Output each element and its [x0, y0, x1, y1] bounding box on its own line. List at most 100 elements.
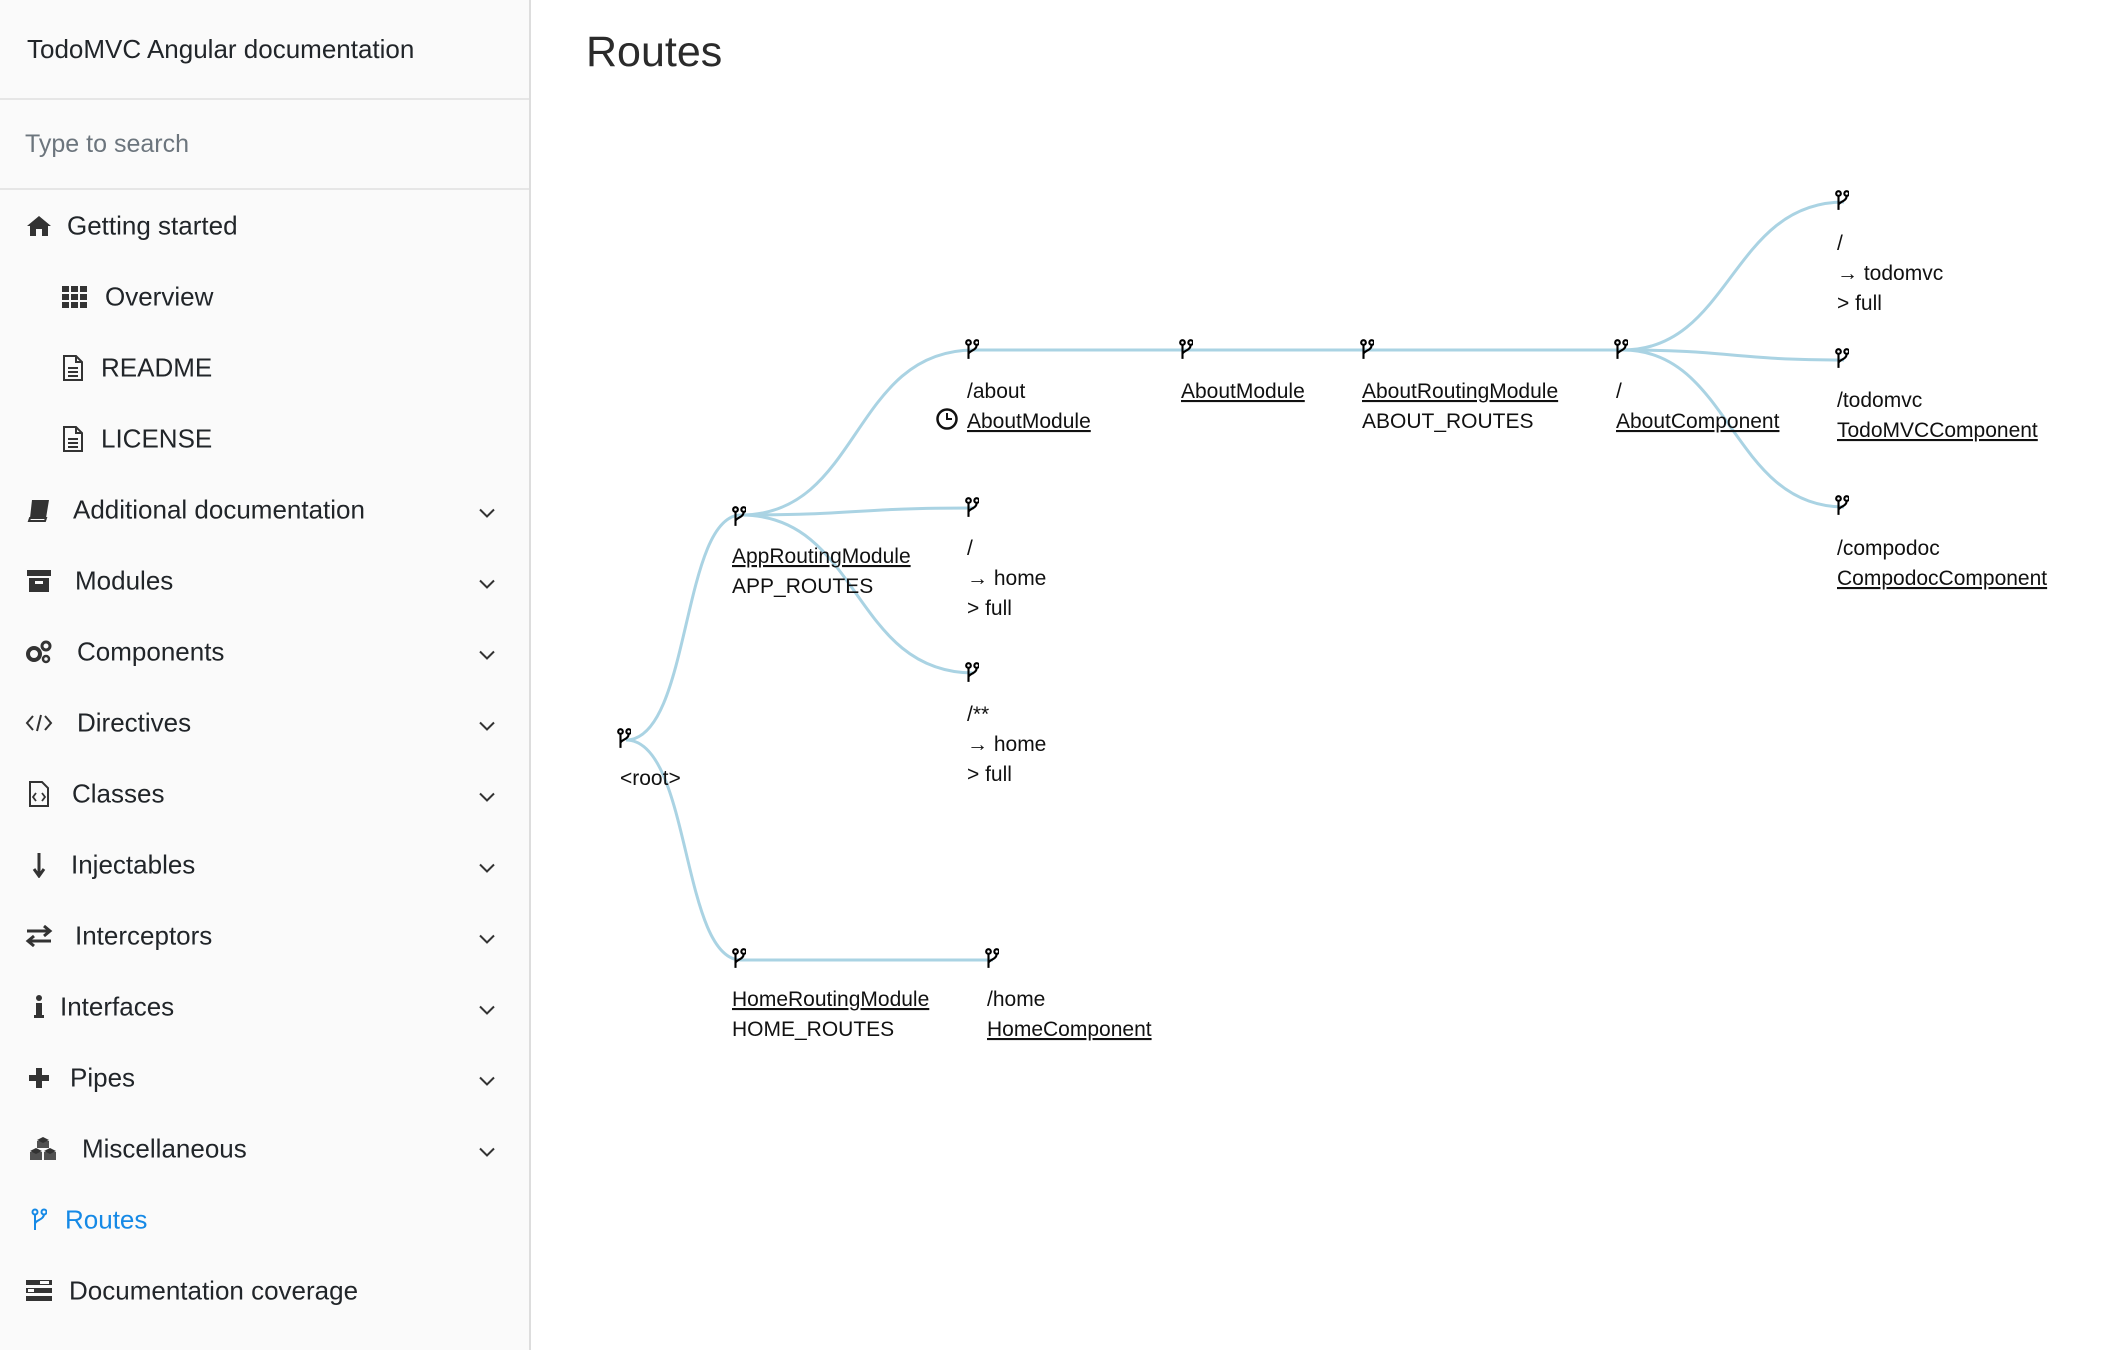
- sidebar-item-classes[interactable]: Classes: [0, 758, 529, 829]
- chevron-down-icon: [479, 991, 495, 1022]
- edge-app-wildcard: [740, 513, 975, 675]
- node-redirect-todomvc-match: > full: [1837, 292, 1882, 315]
- archive-icon: [24, 566, 54, 596]
- search-box: [0, 100, 529, 190]
- routes-tree: <root> AppRoutingModule APP_ROUTES /abou…: [617, 190, 2047, 1041]
- grid-icon: [60, 282, 90, 312]
- sidebar-item-label: Modules: [75, 565, 174, 595]
- sidebar-item-modules[interactable]: Modules: [0, 545, 529, 616]
- node-todomvc-component-link[interactable]: TodoMVCComponent: [1837, 419, 2038, 442]
- sidebar-item-interceptors[interactable]: Interceptors: [0, 900, 529, 971]
- sidebar-item-label: Getting started: [67, 210, 238, 240]
- edge-slash-redirect-todomvc: [1622, 200, 1845, 352]
- page-title: Routes: [586, 28, 723, 76]
- node-about-module-link[interactable]: AboutModule: [967, 410, 1091, 433]
- node-about-slash-path: /: [1616, 380, 1622, 403]
- code-fork-icon: [1835, 495, 1849, 516]
- node-redirect-home-path: /: [967, 537, 973, 560]
- sidebar-item-label: Interceptors: [75, 920, 213, 950]
- node-home-routes-label: HOME_ROUTES: [732, 1018, 894, 1041]
- edge-root-home-routing: [625, 738, 742, 962]
- node-app-routes-label: APP_ROUTES: [732, 575, 873, 598]
- arrow-down-icon: [24, 850, 54, 880]
- code-fork-icon: [24, 1205, 54, 1235]
- sidebar-item-additional-documentation[interactable]: Additional documentation: [0, 474, 529, 545]
- file-icon: [58, 353, 88, 383]
- sidebar-item-license[interactable]: LICENSE: [0, 403, 529, 474]
- code-fork-icon: [965, 497, 979, 518]
- code-fork-icon: [1835, 190, 1849, 211]
- sidebar-item-label: Additional documentation: [73, 494, 365, 524]
- sidebar-item-components[interactable]: Components: [0, 616, 529, 687]
- node-compodoc-component-link[interactable]: CompodocComponent: [1837, 567, 2047, 590]
- chevron-down-icon: [479, 565, 495, 596]
- sidebar-item-documentation-coverage[interactable]: Documentation coverage: [0, 1255, 529, 1326]
- sidebar-item-readme[interactable]: README: [0, 332, 529, 403]
- sidebar-item-pipes[interactable]: Pipes: [0, 1042, 529, 1113]
- sidebar-item-label: Interfaces: [60, 991, 175, 1021]
- home-icon: [24, 211, 54, 241]
- node-compodoc-path: /compodoc: [1837, 537, 1940, 560]
- file-code-icon: [24, 779, 54, 809]
- chevron-down-icon: [479, 1133, 495, 1164]
- main-content: Routes: [531, 0, 2107, 1350]
- sidebar-item-interfaces[interactable]: Interfaces: [0, 971, 529, 1042]
- node-about-routing-module-link[interactable]: AboutRoutingModule: [1362, 380, 1558, 403]
- exchange-icon: [24, 921, 54, 951]
- chevron-down-icon: [479, 920, 495, 951]
- node-todomvc-path: /todomvc: [1837, 389, 1922, 412]
- node-wildcard-path: /**: [967, 703, 989, 726]
- node-app-routing-module-link[interactable]: AppRoutingModule: [732, 545, 911, 568]
- node-home-component-link[interactable]: HomeComponent: [987, 1018, 1152, 1041]
- chevron-down-icon: [479, 707, 495, 738]
- file-icon: [58, 424, 88, 454]
- sidebar-item-miscellaneous[interactable]: Miscellaneous: [0, 1113, 529, 1184]
- sidebar-menu: Getting started Overview README: [0, 190, 529, 1326]
- node-redirect-todomvc-target: → todomvc: [1837, 262, 1943, 285]
- cubes-icon: [28, 1134, 58, 1164]
- sidebar-item-label: Directives: [77, 707, 192, 737]
- edge-slash-compodoc: [1622, 348, 1845, 509]
- edge-app-about: [740, 348, 975, 517]
- sidebar-item-injectables[interactable]: Injectables: [0, 829, 529, 900]
- edge-slash-todomvc: [1622, 348, 1845, 362]
- info-icon: [24, 992, 54, 1022]
- sidebar-item-label: Miscellaneous: [82, 1133, 247, 1163]
- chevron-down-icon: [479, 494, 495, 525]
- chevron-down-icon: [479, 1062, 495, 1093]
- node-root-label: <root>: [620, 767, 681, 790]
- sidebar-item-overview[interactable]: Overview: [0, 261, 529, 332]
- node-wildcard-match: > full: [967, 763, 1012, 786]
- code-fork-icon: [985, 948, 999, 969]
- clock-icon: [936, 408, 958, 430]
- sidebar-item-directives[interactable]: Directives: [0, 687, 529, 758]
- node-home-path: /home: [987, 988, 1045, 1011]
- edge-root-app: [625, 513, 742, 742]
- node-home-routing-module-link[interactable]: HomeRoutingModule: [732, 988, 929, 1011]
- node-about-component-link[interactable]: AboutComponent: [1616, 410, 1780, 433]
- sidebar-item-routes[interactable]: Routes: [0, 1184, 529, 1255]
- code-fork-icon: [965, 662, 979, 683]
- code-fork-icon: [1835, 348, 1849, 369]
- sidebar-item-label: Injectables: [71, 849, 196, 879]
- search-input[interactable]: [0, 100, 529, 188]
- sidebar: TodoMVC Angular documentation Getting st…: [0, 0, 531, 1350]
- tasks-icon: [24, 1276, 54, 1306]
- node-redirect-home-match: > full: [967, 597, 1012, 620]
- chevron-down-icon: [479, 849, 495, 880]
- sidebar-brand[interactable]: TodoMVC Angular documentation: [0, 0, 529, 100]
- sidebar-item-label: Components: [77, 636, 225, 666]
- cogs-icon: [24, 637, 54, 667]
- chevron-down-icon: [479, 778, 495, 809]
- node-about-path: /about: [967, 380, 1026, 403]
- node-redirect-home-target: → home: [967, 567, 1046, 590]
- sidebar-item-getting-started[interactable]: Getting started: [0, 190, 529, 261]
- node-about-routes-label: ABOUT_ROUTES: [1362, 410, 1534, 433]
- sidebar-item-label: LICENSE: [101, 423, 213, 453]
- code-icon: [24, 708, 54, 738]
- edge-app-redirect-home: [740, 506, 975, 517]
- node-aboutmodule-link[interactable]: AboutModule: [1181, 380, 1305, 403]
- sidebar-item-label: Pipes: [70, 1062, 136, 1092]
- node-redirect-todomvc-path: /: [1837, 232, 1843, 255]
- tree-edges: [625, 200, 1845, 962]
